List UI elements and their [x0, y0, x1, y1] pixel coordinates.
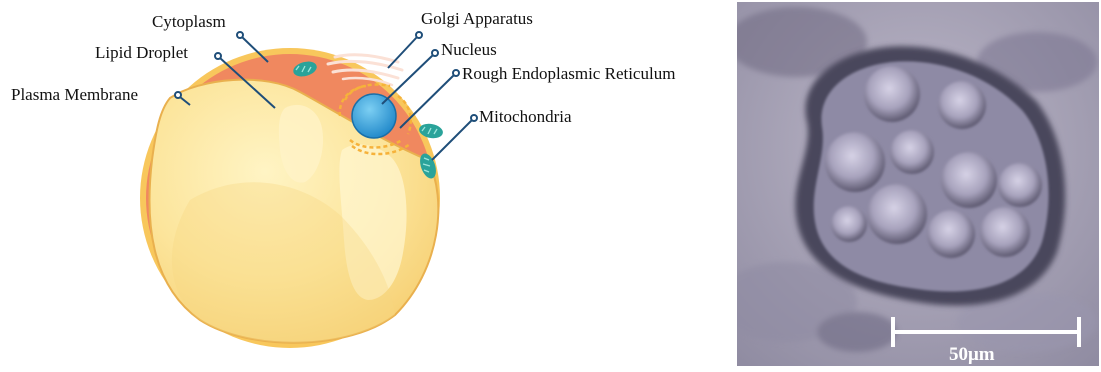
- label-rough-er: Rough Endoplasmic Reticulum: [462, 64, 675, 83]
- micrograph-svg: 50μm: [737, 2, 1099, 366]
- adipocyte-diagram: Cytoplasm Lipid Droplet Plasma Membrane …: [0, 0, 730, 367]
- adipocyte-svg: Cytoplasm Lipid Droplet Plasma Membrane …: [0, 0, 730, 367]
- label-mitochondria: Mitochondria: [479, 107, 572, 126]
- micrograph-panel: 50μm: [737, 2, 1099, 366]
- label-nucleus: Nucleus: [441, 40, 497, 59]
- label-plasma-membrane: Plasma Membrane: [11, 85, 138, 104]
- label-lipid-droplet: Lipid Droplet: [95, 43, 188, 62]
- scale-bar-label: 50μm: [949, 344, 995, 365]
- label-cytoplasm: Cytoplasm: [152, 12, 226, 31]
- nucleus: [352, 94, 396, 138]
- label-golgi-apparatus: Golgi Apparatus: [421, 9, 533, 28]
